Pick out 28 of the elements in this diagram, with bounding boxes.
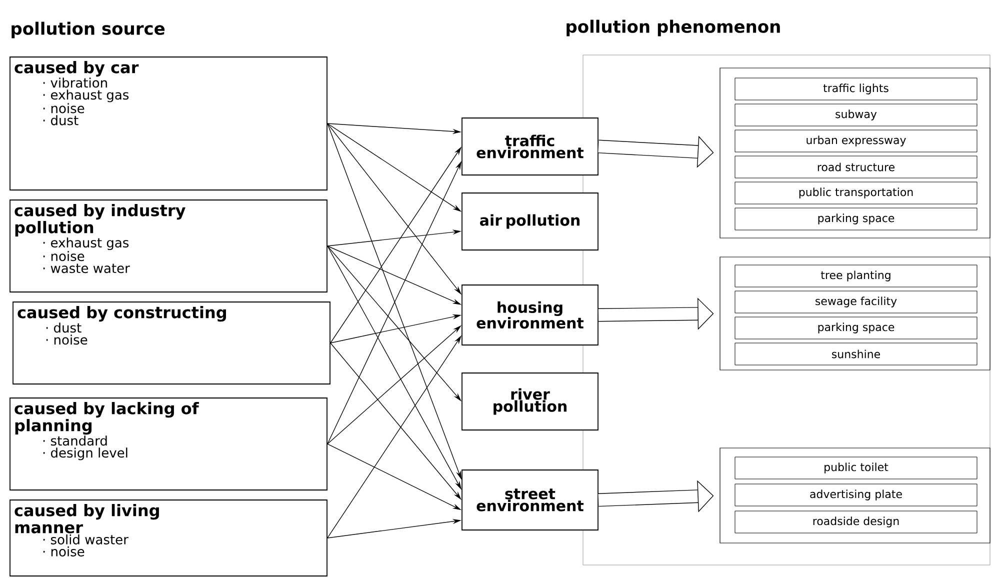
phenomenon-box: traffic environment [462, 118, 598, 176]
source-box: caused by living manner · solid waster · noise [10, 500, 328, 576]
item-box: urban expressway [734, 130, 978, 152]
item-box: roadside design [734, 510, 978, 534]
group-box [720, 256, 990, 370]
phenomenon-box: street environment [462, 470, 598, 530]
item-box: advertising plate [734, 484, 978, 506]
item-box: parking space [734, 316, 978, 340]
phenomenon-box: air pollution [462, 192, 598, 250]
item-box: traffic lights [734, 78, 978, 100]
item-box: public transportation [734, 182, 978, 204]
item-box: road structure [734, 156, 978, 178]
heading: pollution phenomenon [566, 20, 780, 36]
item-box: sunshine [734, 342, 978, 366]
source-box: caused by constructing · dust · noise [12, 302, 330, 384]
heading: pollution source [12, 22, 165, 38]
group-box [720, 448, 990, 544]
item-box: parking space [734, 208, 978, 230]
source-box: caused by car · vibration · exhaust gas · noise · dust [10, 56, 328, 190]
group-box [720, 68, 990, 238]
item-box: tree planting [734, 264, 978, 288]
item-box: sewage facility [734, 290, 978, 314]
source-box: caused by lacking of planning · standard · design level [10, 398, 328, 490]
phenomenon-box: river pollution [462, 372, 598, 430]
item-box: subway [734, 104, 978, 126]
item-box: public toilet [734, 456, 978, 480]
phenomenon-box: housing environment [462, 284, 598, 346]
source-box: caused by industry pollution · exhaust gas · noise · waste water [10, 200, 328, 292]
